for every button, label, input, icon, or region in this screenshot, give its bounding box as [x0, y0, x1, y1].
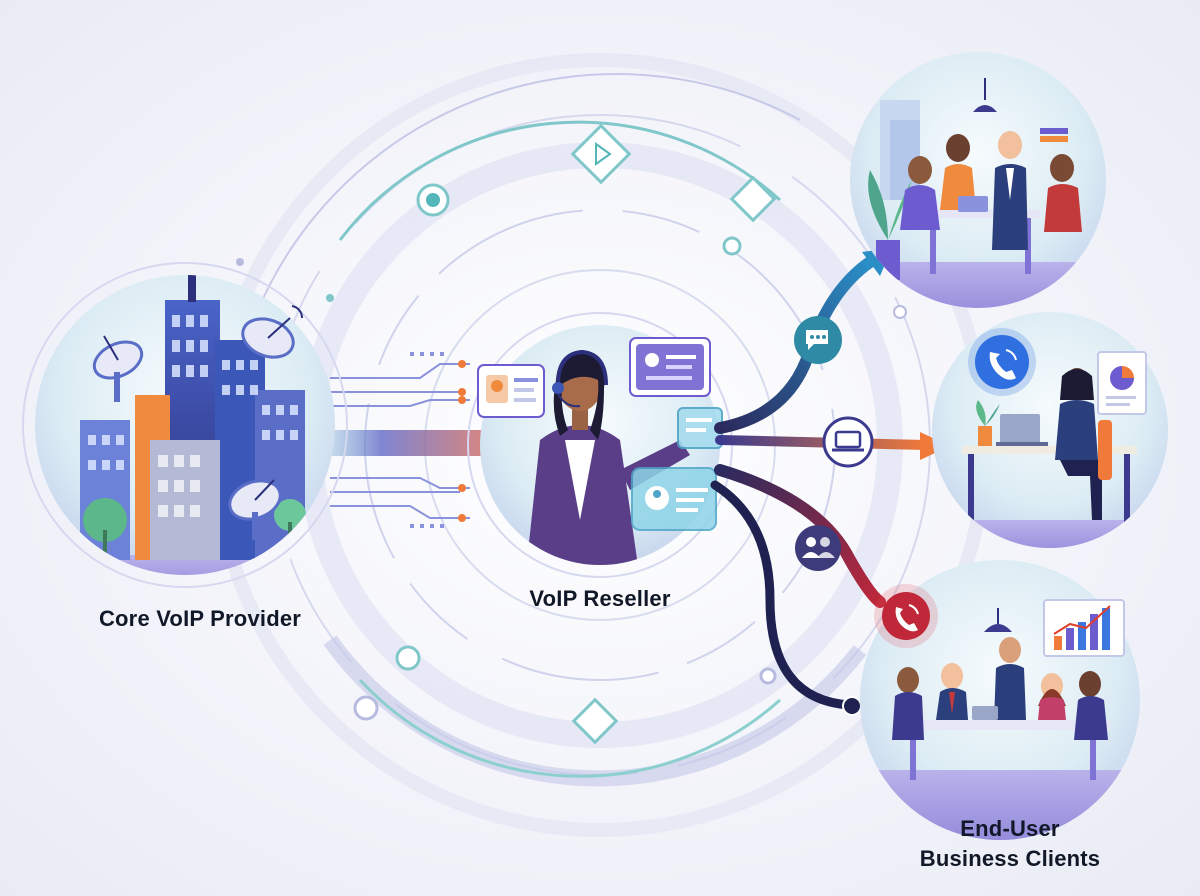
profile-card-icon — [477, 364, 545, 418]
laptop-icon — [822, 416, 874, 468]
satellite-dish-icon — [92, 335, 144, 402]
phone-icon — [968, 328, 1036, 396]
play-icon — [595, 142, 612, 166]
endpoint-dot — [842, 696, 862, 716]
bar-chart-icon — [1043, 599, 1125, 657]
provider-label: Core VoIP Provider — [98, 606, 302, 631]
client-boardroom-scene — [860, 560, 1140, 840]
reseller-agent — [525, 350, 690, 565]
pie-chart-icon — [1097, 351, 1147, 415]
headset-icon — [552, 349, 608, 408]
reseller-node — [467, 312, 733, 578]
clients-label-line1: End-User — [960, 816, 1060, 841]
chat-icon — [794, 316, 842, 364]
clients-label-line2: Business Clients — [919, 846, 1101, 871]
chat-card-icon — [629, 337, 711, 397]
client-remote-worker-scene — [932, 312, 1168, 548]
building-icon — [60, 275, 320, 575]
reseller-label: VoIP Reseller — [529, 586, 671, 611]
satellite-dish-icon — [241, 305, 304, 359]
users-icon — [795, 525, 841, 571]
phone-icon — [874, 584, 938, 648]
client-team-scene — [850, 52, 1106, 308]
clients-label: End-User Business Clients — [880, 814, 1140, 874]
ring-nodes — [236, 123, 907, 745]
profile-card-icon — [631, 467, 717, 531]
provider-node — [22, 262, 348, 588]
satellite-dish-icon — [228, 479, 282, 540]
